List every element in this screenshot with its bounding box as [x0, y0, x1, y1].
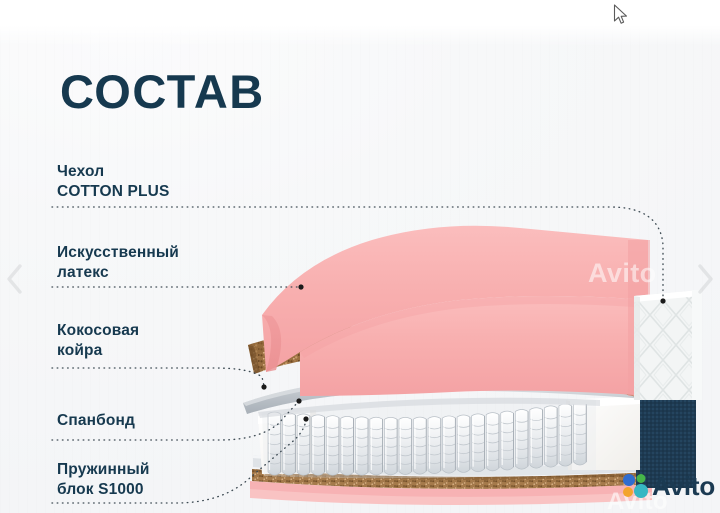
label-coir: Кокосовая койра — [57, 322, 140, 359]
leader-coir — [51, 367, 265, 387]
label-spanbond: Спанбонд — [57, 412, 135, 429]
label-spring-block: Пружинный блок S1000 — [57, 461, 150, 498]
pocket-spring-row — [267, 404, 587, 476]
leader-spanbond — [51, 401, 299, 441]
background-top-fade — [0, 0, 720, 46]
label-latex: Искусственный латекс — [57, 244, 179, 281]
mouse-cursor — [613, 4, 628, 24]
page-title: СОСТАВ — [60, 65, 265, 118]
leader-spring — [51, 419, 307, 504]
label-cover: Чехол COTTON PLUS — [57, 163, 170, 200]
leader-endpoints — [261, 284, 666, 422]
previous-image-arrow-icon[interactable] — [2, 262, 28, 296]
next-image-arrow-icon[interactable] — [692, 262, 718, 296]
leader-cover — [51, 206, 664, 301]
